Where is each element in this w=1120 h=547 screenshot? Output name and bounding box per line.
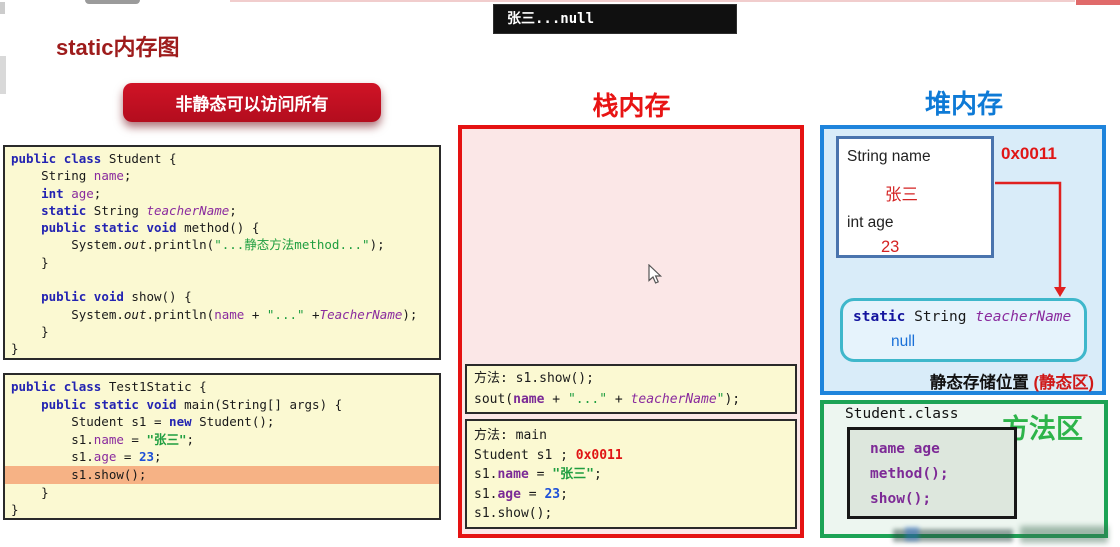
object-field-age-value: 23 <box>881 238 900 256</box>
static-storage-caption: 静态存储位置 (静态区) <box>884 369 1094 393</box>
code-line: s1.show(); <box>474 506 553 522</box>
note-button[interactable]: 非静态可以访问所有 <box>123 83 381 122</box>
watermark-blur <box>1020 526 1108 543</box>
method-area-box: Student.class 方法区 name age method(); sho… <box>820 400 1108 538</box>
code-line: public static void main(String[] args) { <box>41 396 343 412</box>
top-smudge-artifact <box>85 0 140 4</box>
code-line: static String teacherName; <box>41 202 237 218</box>
code-line: s1.name = "张三"; <box>474 467 602 483</box>
object-field-name-label: String name <box>847 148 931 165</box>
code-line: s1.name = "张三"; <box>11 431 195 447</box>
code-line: public class Test1Static { <box>11 379 207 394</box>
stack-frame-show: 方法: s1.show(); sout(name + "..." + teache… <box>465 364 797 414</box>
code-line: public void show() { <box>41 289 192 305</box>
code-line: } <box>11 484 49 500</box>
object-field-name-value: 张三 <box>885 186 918 204</box>
page-title: static内存图 <box>56 35 180 60</box>
watermark-blur <box>905 527 919 541</box>
static-storage-caption-red: (静态区) <box>1033 374 1095 392</box>
code-line: System.out.println("...静态方法method..."); <box>11 237 385 253</box>
code-line: s1.show(); <box>5 465 439 484</box>
heap-memory-title: 堆内存 <box>924 89 1003 119</box>
code-line: Student s1 = new Student(); <box>11 414 275 430</box>
code-line: 方法: main <box>474 428 547 443</box>
code-line: System.out.println(name + "..." +Teacher… <box>11 306 418 322</box>
heap-memory-box: String name 张三 int age 23 0x0011 static … <box>820 125 1106 395</box>
code-line: } <box>11 323 49 339</box>
member-method: method(); <box>870 466 949 482</box>
top-right-red-artifact <box>1076 0 1120 5</box>
static-variable-declaration: static String teacherName <box>853 309 1071 325</box>
code-line: 方法: s1.show(); <box>474 371 594 386</box>
top-left-corner-artifact <box>0 2 5 14</box>
code-line: } <box>11 502 19 518</box>
static-reference-arrow <box>995 181 1066 297</box>
left-edge-artifact <box>0 56 6 94</box>
stack-memory-title: 栈内存 <box>592 91 671 121</box>
class-members-box: name age method(); show(); <box>847 427 1017 519</box>
watermark-blur <box>893 529 1013 542</box>
console-output-bar: 张三...null <box>493 4 737 34</box>
top-red-line-artifact <box>230 0 1075 2</box>
static-storage-caption-black: 静态存储位置 <box>929 374 1029 392</box>
code-line: public class Student { <box>11 151 177 166</box>
code-line: } <box>11 254 49 270</box>
student-object-box: String name 张三 int age 23 <box>836 136 994 258</box>
heap-address-label: 0x0011 <box>1001 144 1057 163</box>
member-show: show(); <box>870 491 932 507</box>
code-line: static String teacherName <box>853 309 1072 325</box>
member-fields: name age <box>870 441 940 457</box>
note-button-label: 非静态可以访问所有 <box>175 95 329 114</box>
code-line: s1.age = 23; <box>474 486 568 502</box>
code-panel-test1static: public class Test1Static { public static… <box>3 373 441 520</box>
console-output-text: 张三...null <box>507 11 595 27</box>
code-panel-student: public class Student { String name; int … <box>3 145 441 360</box>
static-variable-value: null <box>891 333 916 350</box>
stack-memory-box: 方法: s1.show(); sout(name + "..." + teache… <box>458 125 804 538</box>
code-line: int age; <box>41 185 102 201</box>
code-line: s1.age = 23; <box>11 449 162 465</box>
object-field-age-label: int age <box>847 214 894 231</box>
code-line <box>11 271 433 288</box>
code-line: String name; <box>11 168 132 184</box>
code-line: sout(name + "..." + teacherName"); <box>474 391 741 407</box>
mouse-cursor-icon <box>648 264 663 284</box>
static-variable-box: static String teacherName null <box>840 298 1087 362</box>
code-line: } <box>11 341 19 357</box>
code-line: public static void method() { <box>41 220 260 236</box>
method-area-class-name: Student.class <box>845 406 959 422</box>
code-line: Student s1 ; 0x0011 <box>474 447 623 463</box>
